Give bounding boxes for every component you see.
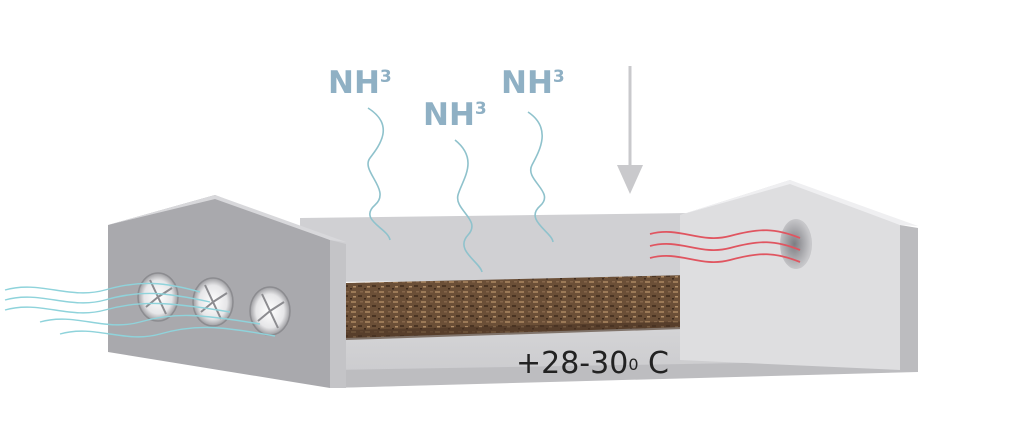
ammonia-squiggles: [367, 107, 554, 273]
temperature-label: +28-300 C: [516, 346, 669, 381]
left-wall-inner: [330, 240, 346, 388]
back-wall: [300, 213, 690, 282]
bed-floor-front: [330, 360, 918, 388]
nh3-label-1: NH3: [328, 65, 392, 101]
air-inflow-lines: [4, 282, 276, 338]
heat-lines: [649, 229, 801, 263]
nh3-label-3: NH3: [501, 65, 565, 101]
right-gable-wall: [680, 180, 900, 370]
nh3-label-2: NH3: [423, 97, 487, 133]
fan-2-icon: [192, 277, 234, 327]
right-wall-top: [680, 180, 918, 226]
down-arrow-icon: [617, 66, 643, 194]
fan-3-icon: [249, 286, 291, 336]
vent-hole: [780, 219, 812, 269]
right-wall-end: [900, 225, 918, 372]
fan-1-icon: [137, 272, 179, 322]
